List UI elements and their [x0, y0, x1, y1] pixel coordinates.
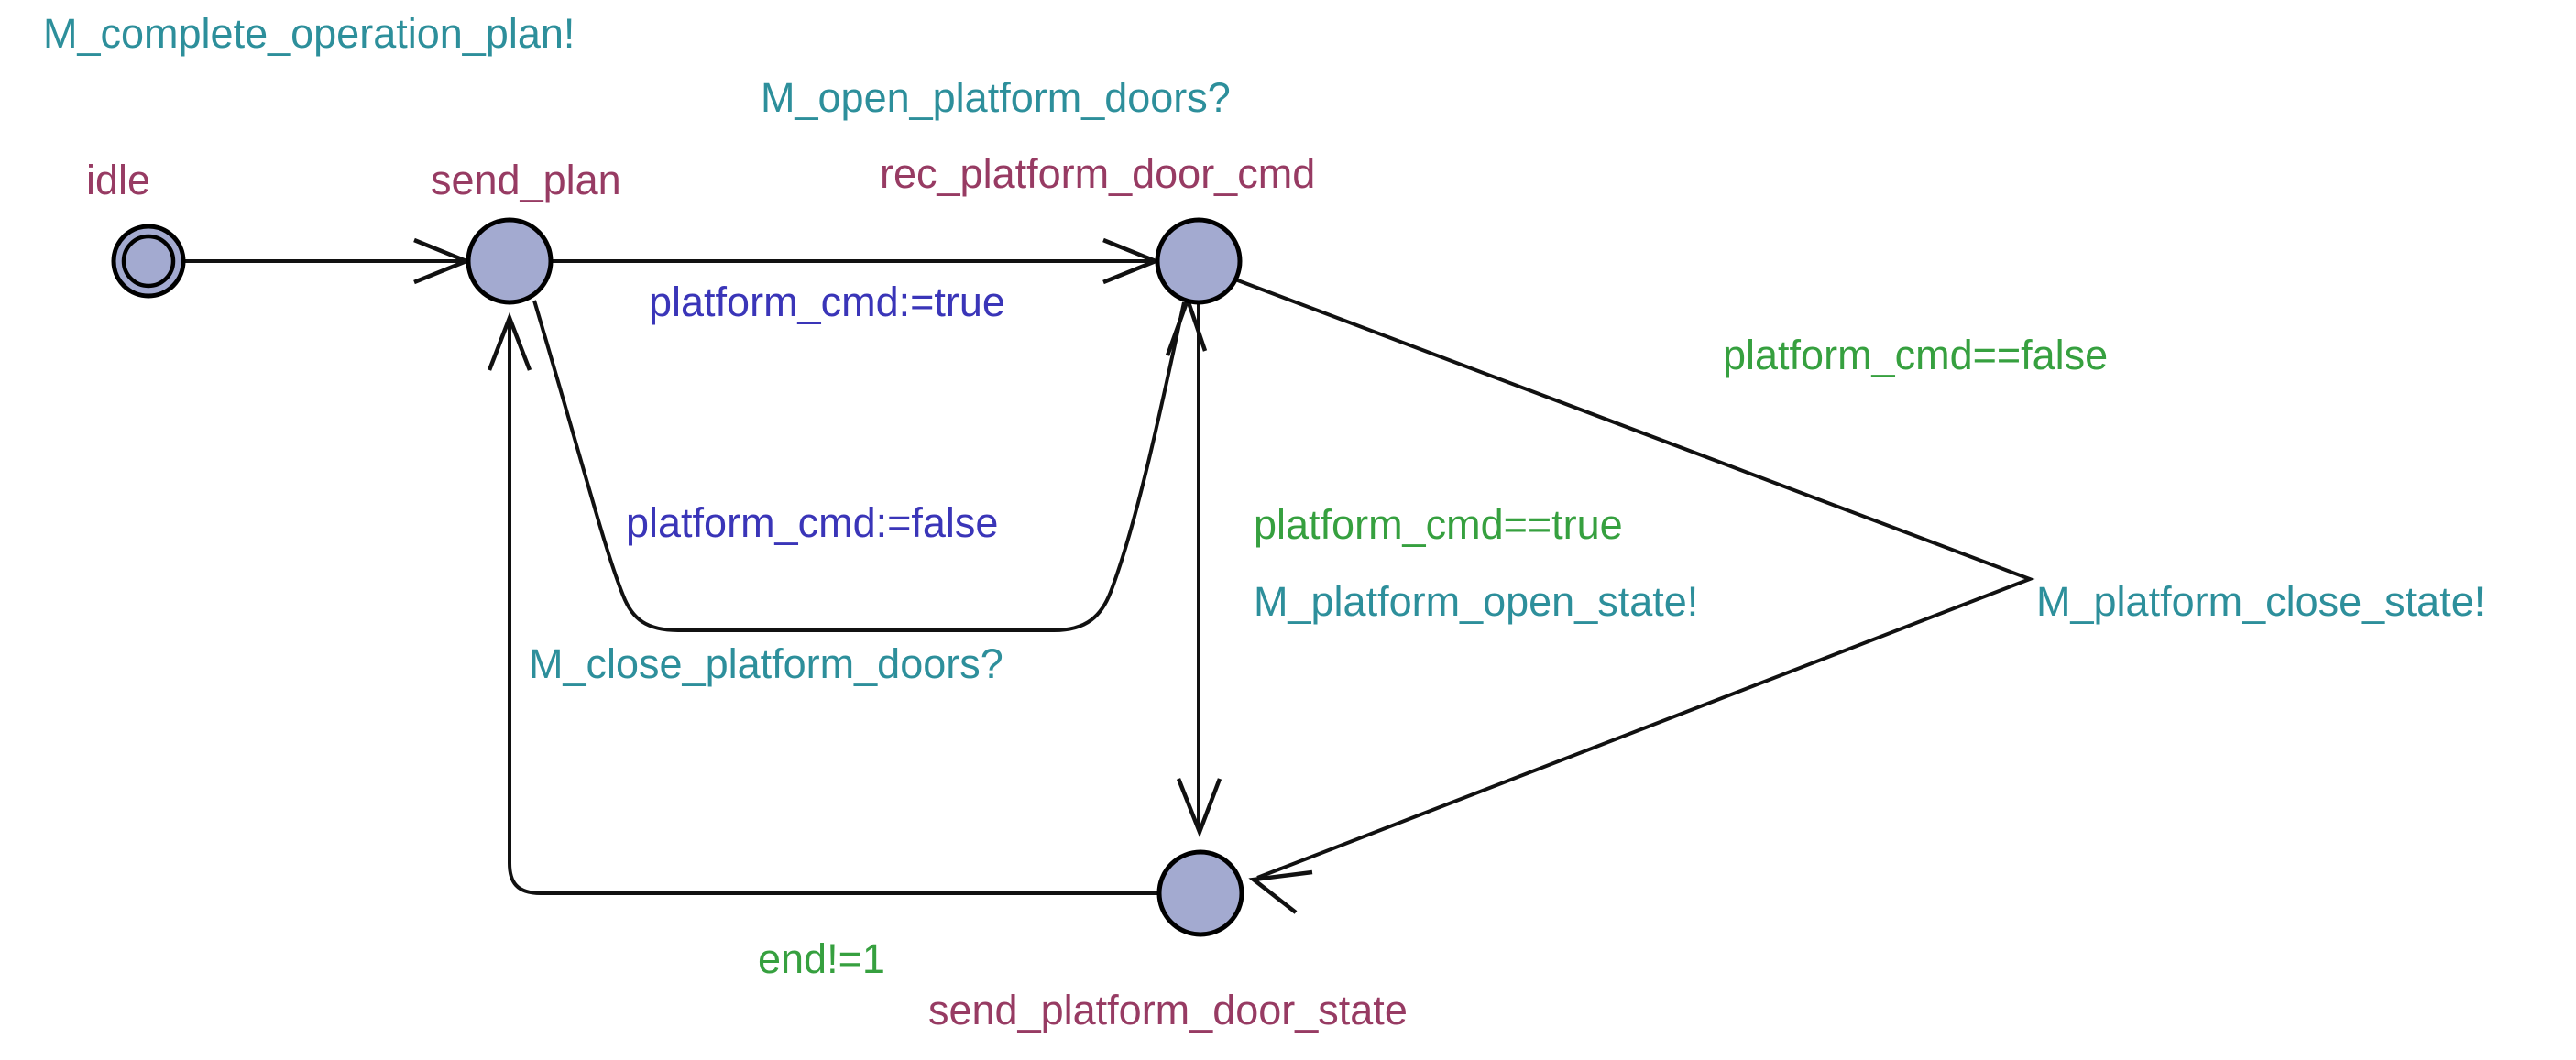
state-send-platform-door-state[interactable]	[1156, 849, 1244, 937]
edge-path	[1234, 278, 2035, 880]
state-label-send-plan: send_plan	[431, 157, 621, 203]
guard-label-cmd-false: platform_cmd==false	[1723, 332, 2108, 378]
state-label-rec-platform-door-cmd: rec_platform_door_cmd	[880, 150, 1315, 197]
state-circle	[1155, 217, 1243, 305]
state-label-send-platform-door-state: send_platform_door_state	[928, 987, 1408, 1033]
sync-label-complete-operation-plan: M_complete_operation_plan!	[43, 10, 575, 57]
state-circle	[1156, 849, 1244, 937]
arrow-head-icon	[1248, 869, 1313, 914]
state-rec-platform-door-cmd[interactable]	[1155, 217, 1243, 305]
sync-label-close-platform-doors: M_close_platform_doors?	[529, 640, 1003, 687]
sync-label-open-platform-doors: M_open_platform_doors?	[761, 74, 1231, 121]
edge-path	[508, 321, 1159, 895]
state-label-idle: idle	[86, 157, 150, 203]
edge-path	[532, 300, 1186, 632]
guard-label-cmd-true: platform_cmd==true	[1254, 501, 1623, 548]
state-initial-inner-circle	[121, 234, 176, 289]
assign-label-cmd-true: platform_cmd:=true	[649, 279, 1005, 325]
edge-idle-to-send-plan[interactable]	[183, 237, 473, 285]
sync-label-platform-open-state: M_platform_open_state!	[1254, 578, 1698, 625]
arrow-head-icon	[1176, 778, 1222, 838]
edge-rec-to-send-state-close[interactable]	[1234, 278, 2035, 914]
sync-label-platform-close-state: M_platform_close_state!	[2036, 578, 2485, 625]
guard-label-end-ne-1: end!=1	[758, 935, 885, 982]
arrow-head-icon	[487, 311, 532, 371]
edge-send-plan-to-rec-open[interactable]	[551, 237, 1162, 285]
edge-send-plan-to-rec-close[interactable]	[532, 293, 1208, 632]
state-send-plan[interactable]	[466, 217, 554, 305]
edge-send-state-to-send-plan[interactable]	[487, 311, 1159, 895]
assign-label-cmd-false: platform_cmd:=false	[626, 499, 998, 546]
state-circle	[466, 217, 554, 305]
edge-rec-to-send-state-open[interactable]	[1176, 302, 1222, 838]
state-idle[interactable]	[111, 224, 186, 299]
